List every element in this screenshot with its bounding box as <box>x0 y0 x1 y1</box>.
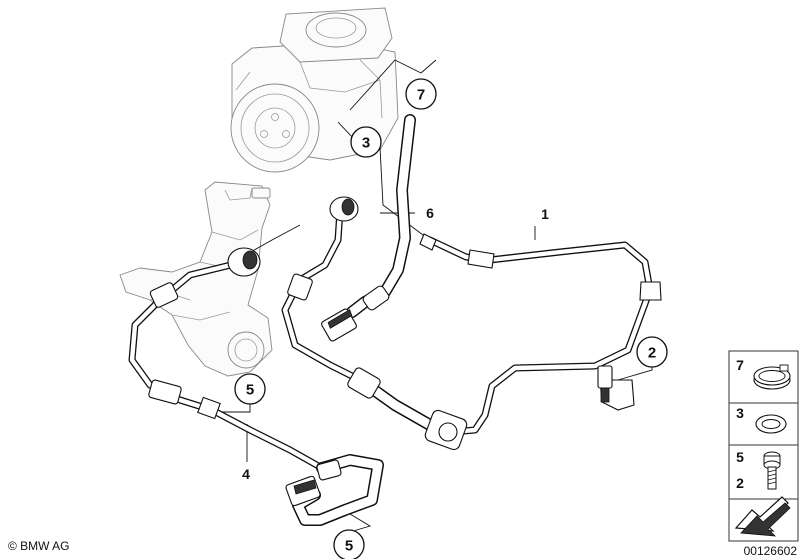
callout-1-label: 1 <box>541 206 549 222</box>
callout-7-label: 7 <box>417 87 425 104</box>
line-4-lower-hose <box>128 247 384 526</box>
callout-7: 7 <box>405 78 437 110</box>
legend-item-2-label: 2 <box>736 475 744 491</box>
diagram-number: 00126602 <box>744 544 798 558</box>
callout-4-label: 4 <box>242 466 250 482</box>
callout-5-upper: 5 <box>234 373 266 405</box>
pipe-1-high-pressure-line <box>419 233 662 436</box>
direction-arrow-icon <box>734 496 791 537</box>
steering-gear <box>119 181 273 377</box>
callout-3-label: 3 <box>362 135 370 152</box>
parts-legend: 7 3 5 2 <box>728 350 799 542</box>
callout-5-lower-label: 5 <box>345 538 353 555</box>
legend-item-7-label: 7 <box>736 357 744 373</box>
callout-6-label: 6 <box>426 205 434 221</box>
callout-5-lower: 5 <box>333 529 365 559</box>
legend-item-5-label: 5 <box>736 449 744 465</box>
hose-clamp-icon <box>753 364 791 390</box>
callout-2: 2 <box>636 336 668 368</box>
feed-line-upper <box>281 196 468 451</box>
sealing-ring-icon <box>755 414 787 434</box>
callout-5-upper-label: 5 <box>246 382 254 399</box>
power-steering-pump <box>230 7 399 173</box>
bolt-icon <box>763 451 781 490</box>
copyright-text: © BMW AG <box>8 539 70 553</box>
callout-3: 3 <box>350 126 382 158</box>
pressure-sensor-bracket <box>597 365 635 411</box>
callout-2-label: 2 <box>648 345 656 362</box>
hose-6-return-hose <box>321 114 416 342</box>
legend-item-3-label: 3 <box>736 405 744 421</box>
